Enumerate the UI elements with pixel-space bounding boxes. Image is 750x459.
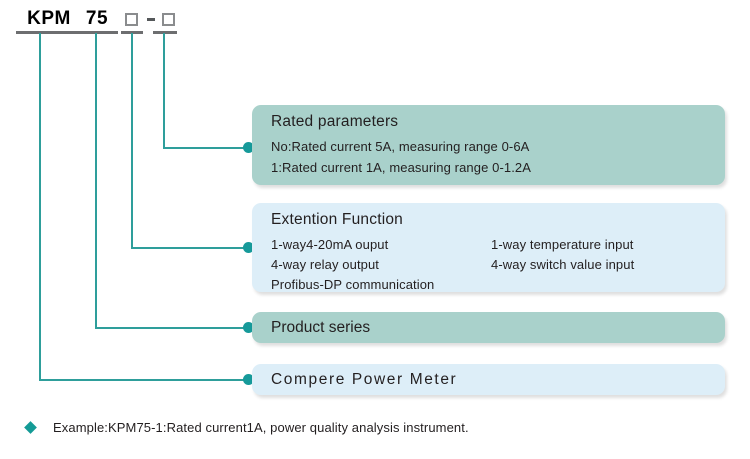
model-code-underline-2 (77, 31, 118, 34)
placeholder-square-extension (124, 13, 138, 27)
model-code-underline-1 (16, 31, 82, 34)
model-code-underline-4 (153, 31, 177, 34)
callout-line-rated-1: 1:Rated current 1A, measuring range 0-1.… (271, 160, 532, 175)
footer-example-row: Example:KPM75-1:Rated current1A, power q… (24, 420, 469, 435)
callout-box-rated-parameters (252, 105, 725, 185)
callout-line-ext-relay: 4-way relay output (271, 257, 380, 272)
model-code-dash (144, 9, 158, 31)
leader-line-vertical-rated (163, 33, 165, 149)
callout-line-ext-switch-value: 4-way switch value input (491, 257, 635, 272)
placeholder-square-rated (161, 13, 175, 27)
leader-line-vertical-product-series (95, 33, 97, 329)
leader-line-vertical-power-meter (39, 33, 41, 381)
model-code-underline-3 (121, 31, 143, 34)
connector-dot-extension (243, 242, 254, 253)
callout-line-ext-profibus: Profibus-DP communication (271, 277, 435, 292)
connector-dot-rated (243, 142, 254, 153)
leader-line-horizontal-extension (131, 247, 251, 249)
callout-title-rated-parameters: Rated parameters (271, 113, 399, 130)
callout-line-ext-temperature: 1-way temperature input (491, 237, 634, 252)
connector-dot-product-series (243, 322, 254, 333)
leader-line-horizontal-product-series (95, 327, 251, 329)
model-code-segment-squares (118, 9, 144, 31)
callout-label-product-series: Product series (271, 319, 371, 336)
model-code-segment-kpm: KPM (27, 8, 71, 29)
callout-box-extention-function (252, 203, 725, 292)
connector-dot-power-meter (243, 374, 254, 385)
callout-line-ext-4-20ma: 1-way4-20mA ouput (271, 237, 389, 252)
diamond-bullet-icon (24, 421, 37, 434)
callout-title-extention-function: Extention Function (271, 211, 403, 228)
leader-line-horizontal-rated (163, 147, 251, 149)
footer-example-text: Example:KPM75-1:Rated current1A, power q… (53, 420, 469, 435)
model-code-segment-75: 75 (85, 8, 109, 29)
callout-box-product-series (252, 312, 725, 343)
leader-line-vertical-extension (131, 33, 133, 249)
dash-separator-icon (147, 17, 155, 21)
callout-label-power-meter: Compere Power Meter (271, 371, 458, 388)
callout-line-rated-no: No:Rated current 5A, measuring range 0-6… (271, 139, 530, 154)
leader-line-horizontal-power-meter (39, 379, 251, 381)
model-code-segment-square-rated (155, 9, 181, 31)
callout-box-power-meter (252, 364, 725, 395)
